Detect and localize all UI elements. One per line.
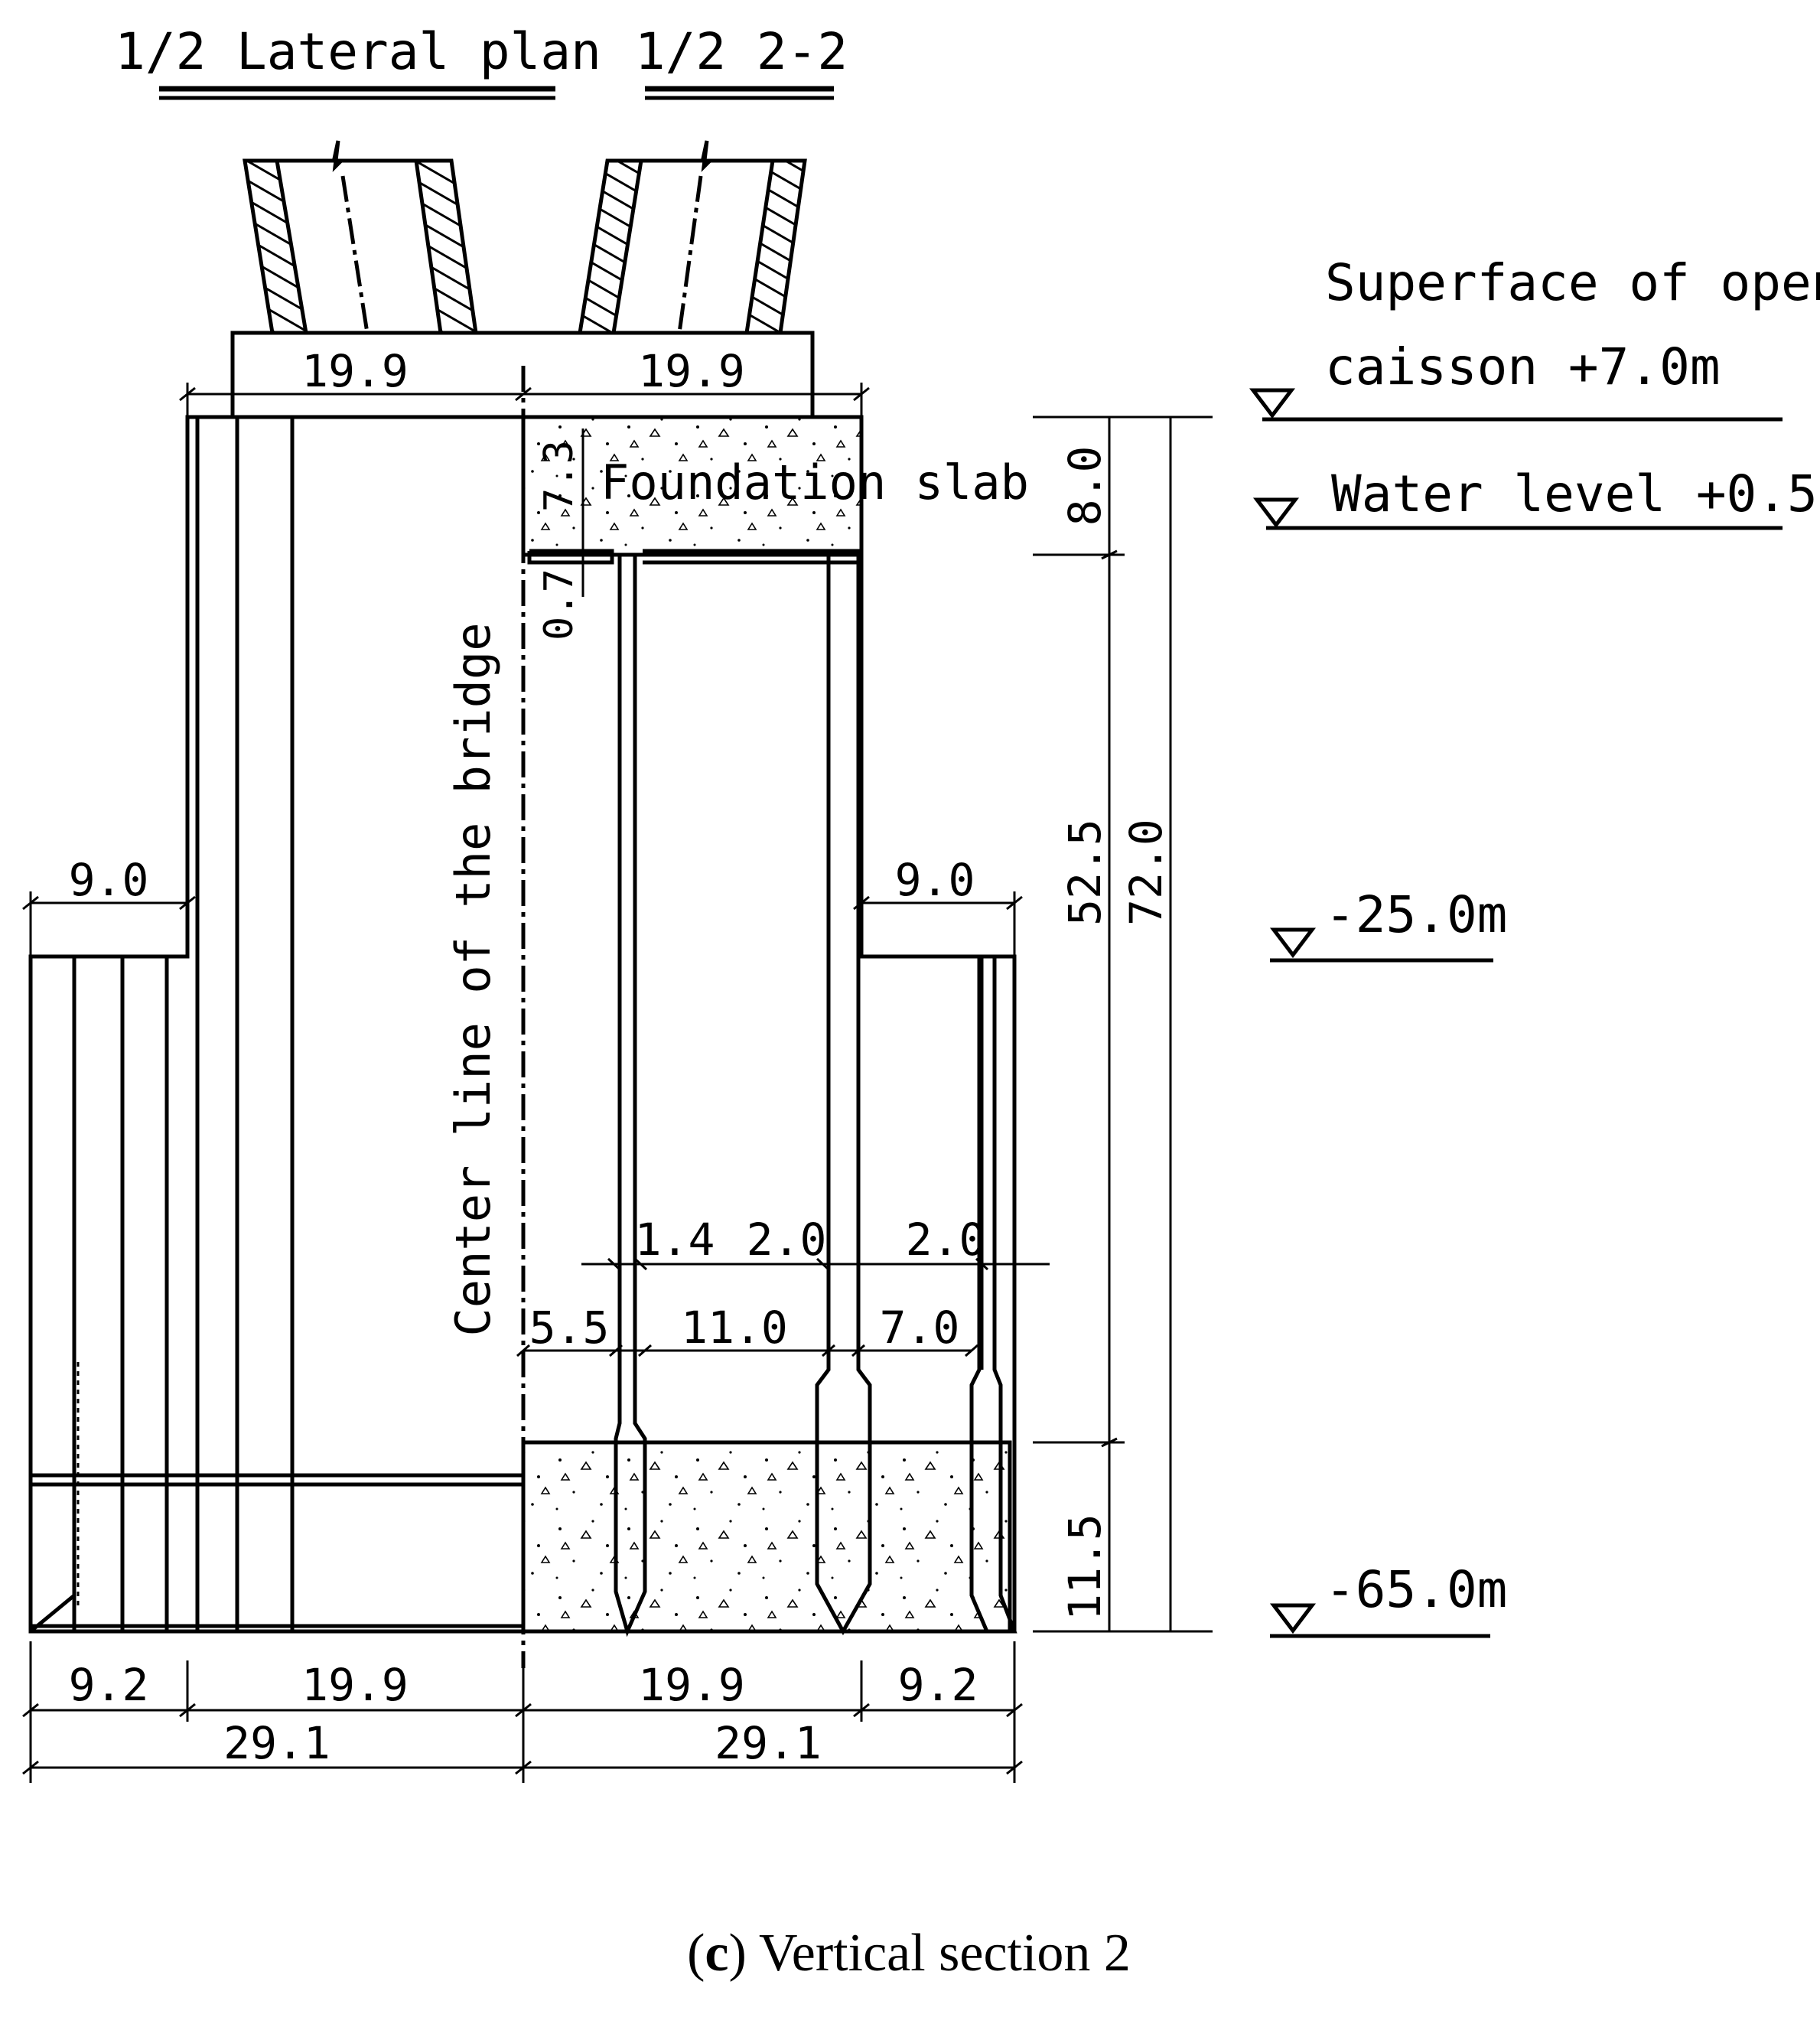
caption-suffix: ) Vertical section 2 bbox=[728, 1924, 1130, 1983]
left-pier-shaft bbox=[243, 140, 478, 335]
right-caisson-body bbox=[521, 415, 1017, 1638]
section-2-2-title-text: 1/2 2-2 bbox=[635, 22, 848, 81]
dim-bottom-left-9-2: 9.2 bbox=[69, 1659, 149, 1711]
elevation-caisson-top bbox=[1249, 388, 1783, 422]
dim-span-7-0: 7.0 bbox=[880, 1302, 960, 1354]
dim-bottom-right-9-2: 9.2 bbox=[898, 1659, 978, 1711]
elevation-minus-65 bbox=[1269, 1603, 1490, 1638]
dim-bottom-left-total: 29.1 bbox=[223, 1717, 330, 1769]
dim-bottom-right-total: 29.1 bbox=[715, 1717, 822, 1769]
figure-caption: (c) Vertical section 2 bbox=[687, 1924, 1131, 1983]
dim-wall-2-0-b: 2.0 bbox=[906, 1214, 986, 1266]
top-dimension-line bbox=[179, 383, 870, 417]
elevation-water-level-text: Water level +0.5m bbox=[1331, 464, 1820, 523]
lateral-plan-title-text: 1/2 Lateral plan bbox=[115, 22, 601, 81]
dim-left-step: 9.0 bbox=[69, 854, 149, 906]
dim-span-5-5: 5.5 bbox=[529, 1302, 610, 1354]
left-step-dimension-line bbox=[22, 891, 196, 956]
elevation-surface-line1: Superface of open bbox=[1325, 253, 1820, 312]
caption-letter: c bbox=[705, 1924, 728, 1983]
lateral-plan-title: 1/2 Lateral plan bbox=[115, 22, 601, 100]
section-2-2-title: 1/2 2-2 bbox=[635, 22, 848, 100]
span-dimension-line bbox=[516, 1344, 978, 1357]
dim-top-right: 19.9 bbox=[638, 345, 745, 397]
right-step-dimension-line bbox=[853, 891, 1023, 956]
dim-slab-gap: 0.7 bbox=[536, 569, 582, 640]
elevation-water-level bbox=[1252, 497, 1783, 530]
right-vertical-dimension-lines bbox=[1033, 416, 1213, 1633]
dim-top-left: 19.9 bbox=[301, 345, 409, 397]
dim-wall-1-4: 1.4 bbox=[635, 1214, 715, 1266]
caption-prefix: ( bbox=[687, 1924, 705, 1983]
dim-span-11-0: 11.0 bbox=[681, 1302, 788, 1354]
left-caisson-body bbox=[28, 415, 523, 1634]
dim-right-step: 9.0 bbox=[895, 854, 975, 906]
dim-bottom-left-19-9: 19.9 bbox=[301, 1659, 409, 1711]
center-line-label: Center line of the bridge bbox=[445, 622, 501, 1336]
dim-right-middle: 52.5 bbox=[1059, 819, 1111, 926]
elevation-minus-25 bbox=[1269, 927, 1493, 963]
foundation-slab-label: Foundation slab bbox=[601, 455, 1029, 510]
dim-right-bottom: 11.5 bbox=[1059, 1514, 1111, 1621]
dim-wall-2-0-a: 2.0 bbox=[747, 1214, 827, 1266]
dim-slab-thickness: 7.3 bbox=[536, 440, 582, 512]
bottom-dimension-lines bbox=[22, 1641, 1023, 1783]
wall-thickness-dimension-line bbox=[581, 1257, 1050, 1271]
dim-bottom-right-19-9: 19.9 bbox=[638, 1659, 745, 1711]
elevation-surface-line2: caisson +7.0m bbox=[1325, 337, 1721, 396]
dim-right-top: 8.0 bbox=[1059, 446, 1111, 526]
elevation-minus-25-text: -25.0m bbox=[1325, 885, 1507, 944]
right-pier-shaft bbox=[578, 140, 807, 335]
slab-dimension-line bbox=[572, 429, 594, 597]
dim-right-total: 72.0 bbox=[1120, 819, 1172, 926]
bottom-sealing-concrete bbox=[521, 1440, 1012, 1634]
elevation-minus-65-text: -65.0m bbox=[1325, 1560, 1507, 1619]
